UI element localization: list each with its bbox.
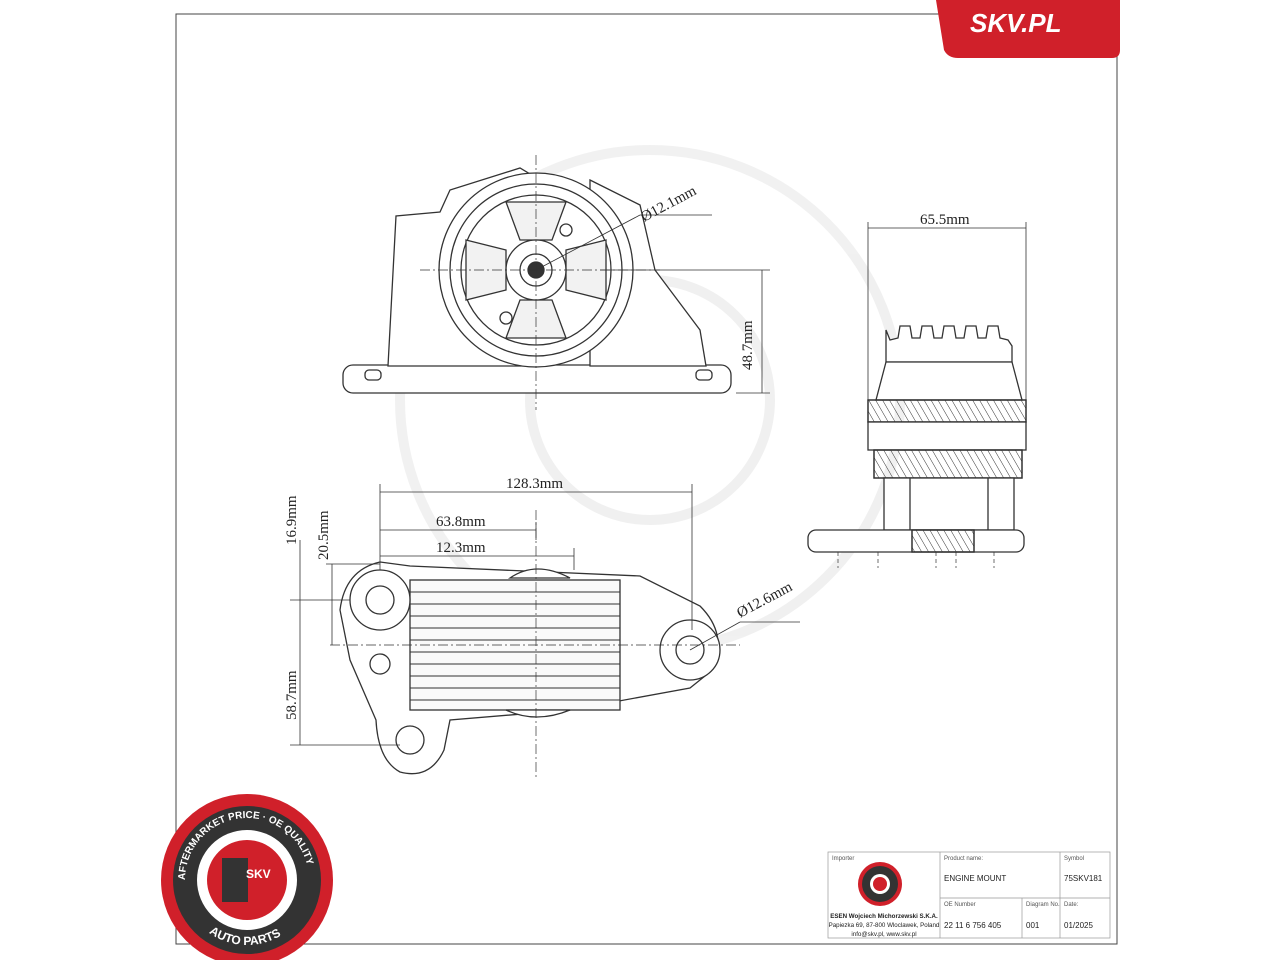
dim-height-front-label: 48.7mm <box>740 320 756 370</box>
importer-line3: info@skv.pl, www.skv.pl <box>851 931 916 938</box>
dim-hole-top <box>535 214 712 271</box>
top-view-centerlines <box>330 510 740 780</box>
dim-offset-v2-label: 20.5mm <box>316 510 332 560</box>
side-view <box>807 325 1027 553</box>
importer-line2: Papiezka 69, 87-800 Wloclawek, Poland <box>829 922 940 929</box>
oe-label: OE Number <box>944 902 976 908</box>
drawing-frame <box>175 13 1118 945</box>
diagram-label: Diagram No. <box>1026 902 1060 908</box>
date-label: Date: <box>1064 902 1079 908</box>
dim-length-mid-label: 63.8mm <box>436 514 486 530</box>
importer-label: Importer <box>832 856 854 862</box>
dim-width-side <box>867 222 1027 400</box>
dim-height-front <box>600 269 770 394</box>
product-value: ENGINE MOUNT <box>944 874 1006 883</box>
skv-seal-icon <box>858 862 902 906</box>
dim-lines-top-view <box>290 484 800 746</box>
brand-badge <box>936 0 1120 58</box>
quality-seal: AFTERMARKET PRICE · OE QUALITY AUTO PART… <box>161 794 333 960</box>
importer-line1: ESEN Wojciech Michorzewski S.K.A. <box>830 913 938 920</box>
diagram-value: 001 <box>1026 921 1040 930</box>
dim-width-side-label: 65.5mm <box>920 212 970 228</box>
oe-value: 22 11 6 756 405 <box>944 921 1002 930</box>
date-value: 01/2025 <box>1064 921 1093 930</box>
seal-center-text: SKV <box>246 867 271 881</box>
dim-offset-small-label: 12.3mm <box>436 540 486 556</box>
dim-length-v-label: 58.7mm <box>284 670 300 720</box>
top-view <box>339 561 721 775</box>
dim-length-total-label: 128.3mm <box>506 476 563 492</box>
product-label: Product name: <box>944 856 983 862</box>
side-view-hidden-lines <box>837 552 995 568</box>
symbol-value: 75SKV181 <box>1064 874 1103 883</box>
dim-offset-v1-label: 16.9mm <box>284 495 300 545</box>
brand-name: SKV.PL <box>970 8 1062 38</box>
dim-hole-top-label: Ø12.1mm <box>638 183 699 226</box>
title-block <box>827 851 1111 939</box>
symbol-label: Symbol <box>1064 856 1084 862</box>
